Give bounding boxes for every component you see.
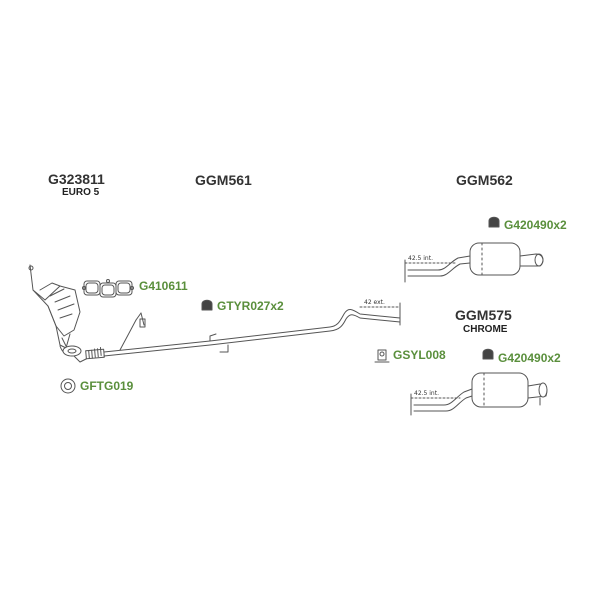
front-pipe-icon — [62, 345, 105, 363]
accessory-code-ring-gasket: GFTG019 — [80, 379, 134, 393]
ring-gasket-icon — [60, 378, 76, 394]
rubber-hanger-icon — [488, 216, 500, 228]
catalytic-converter-icon — [28, 264, 81, 355]
rubber-hanger-icon — [201, 299, 213, 311]
part-code-rear-lower: GGM575 — [455, 307, 512, 323]
rear-silencer-upper-icon — [404, 242, 544, 283]
part-code-catalyst: G323811 — [48, 171, 105, 187]
dim-int-upper: 42.5 int. — [408, 255, 433, 262]
part-note-rear-lower: CHROME — [463, 324, 508, 335]
sensor-icon — [119, 312, 146, 351]
dim-int-lower: 42.5 int. — [414, 390, 439, 397]
gasket-set-icon — [82, 279, 134, 298]
part-note-catalyst: EURO 5 — [62, 187, 100, 198]
main-pipe-icon — [103, 309, 401, 357]
rear-silencer-lower-icon — [410, 372, 548, 416]
accessory-code-hanger-upper: G420490x2 — [504, 218, 567, 232]
dim-ext: 42 ext. — [364, 299, 385, 306]
accessory-code-hanger-middle: GTYR027x2 — [217, 299, 284, 313]
rubber-hanger-icon — [482, 348, 494, 360]
accessory-code-bracket: GSYL008 — [393, 348, 446, 362]
accessory-code-gasket-set: G410611 — [139, 279, 188, 293]
part-code-middle: GGM561 — [195, 172, 252, 188]
ext-dimension-marker — [359, 302, 401, 326]
accessory-code-hanger-lower: G420490x2 — [498, 351, 561, 365]
part-code-rear-upper: GGM562 — [456, 172, 513, 188]
mounting-bracket-icon — [374, 349, 390, 363]
